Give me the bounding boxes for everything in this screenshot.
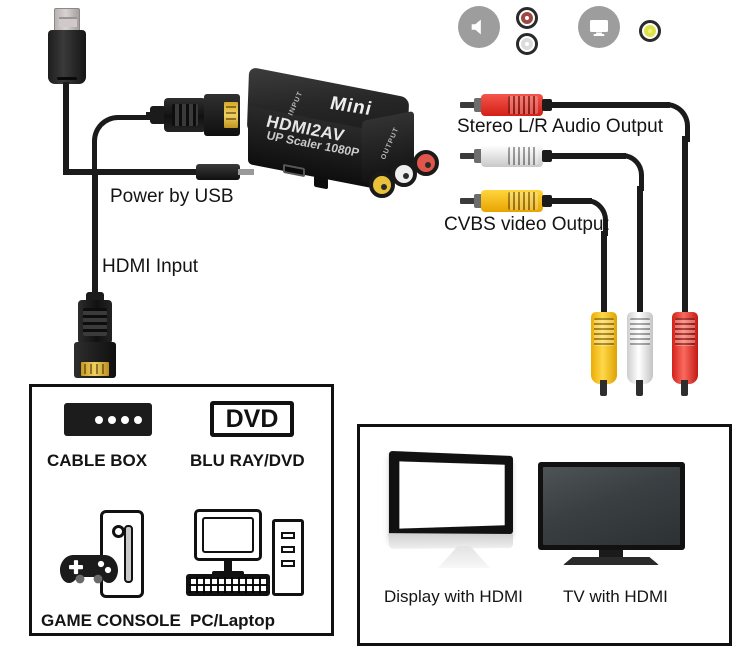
cable-box-icon (64, 403, 152, 436)
monitor-icon (578, 6, 620, 48)
television-base (563, 557, 659, 565)
television-screen (543, 467, 680, 545)
white-cable-vertical (637, 186, 643, 316)
converter-jack-red (413, 150, 439, 176)
power-plug-tip (238, 169, 254, 175)
hdmi-cable-strain-relief (150, 106, 166, 124)
usb-cable-vertical (63, 82, 69, 172)
rca-plug-yellow-vertical (591, 312, 617, 400)
pc-tower-icon (272, 519, 304, 596)
yellow-cable-vertical (601, 231, 607, 316)
converter-jack-white (391, 161, 417, 187)
tv-with-hdmi-label: TV with HDMI (563, 587, 668, 606)
pc-monitor-neck (224, 561, 232, 573)
hdmi-connector-to-device (164, 94, 242, 138)
converter-jack-yellow (369, 172, 395, 198)
pc-monitor-base (212, 571, 244, 576)
white-cable-bend (606, 153, 644, 191)
television-neck (599, 550, 623, 560)
yellow-cable-bend (570, 198, 608, 236)
gamepad-icon (58, 549, 120, 591)
red-cable-vertical (682, 136, 688, 316)
pc-monitor-icon (194, 509, 262, 561)
rca-white-icon (516, 33, 538, 55)
speaker-icon (458, 6, 500, 48)
rca-plug-white-vertical (627, 312, 653, 400)
pc-keyboard-icon (186, 574, 270, 596)
rca-plug-yellow-horizontal (460, 190, 552, 212)
hdmi-input-label: HDMI Input (102, 256, 199, 277)
stereo-audio-output-label: Stereo L/R Audio Output (457, 116, 663, 137)
cable-box-indicator-dots (95, 415, 142, 424)
white-cable-horizontal (548, 153, 626, 159)
cvbs-video-output-label: CVBS video Output (444, 214, 609, 235)
game-console-icon (100, 510, 144, 598)
desktop-display-chin (388, 533, 513, 549)
desktop-display-icon (388, 450, 513, 540)
rca-plug-white-horizontal (460, 145, 552, 167)
display-with-hdmi-label: Display with HDMI (384, 587, 523, 606)
red-cable-horizontal (548, 102, 670, 108)
dvd-icon: DVD (210, 401, 294, 437)
television-icon (538, 462, 685, 550)
red-cable-bend (650, 102, 690, 142)
usb-a-connector-parts (48, 8, 86, 84)
cable-box-label: CABLE BOX (47, 451, 148, 470)
rca-plug-red-horizontal (460, 94, 552, 116)
bluray-dvd-label: BLU RAY/DVD (190, 451, 305, 470)
hdmi-cable-bend (92, 115, 152, 175)
pc-laptop-label: PC/Laptop (190, 611, 275, 630)
rca-red-icon (516, 7, 538, 29)
rca-plug-red-vertical (672, 312, 698, 400)
hdmi-input-cable (92, 172, 98, 297)
converter-mode-switch (314, 175, 328, 190)
rca-yellow-icon (639, 20, 661, 42)
power-by-usb-label: Power by USB (110, 186, 234, 207)
power-barrel-plug (196, 164, 240, 180)
game-console-label: GAME CONSOLE (41, 611, 181, 630)
hdmi-input-connector (74, 300, 116, 378)
